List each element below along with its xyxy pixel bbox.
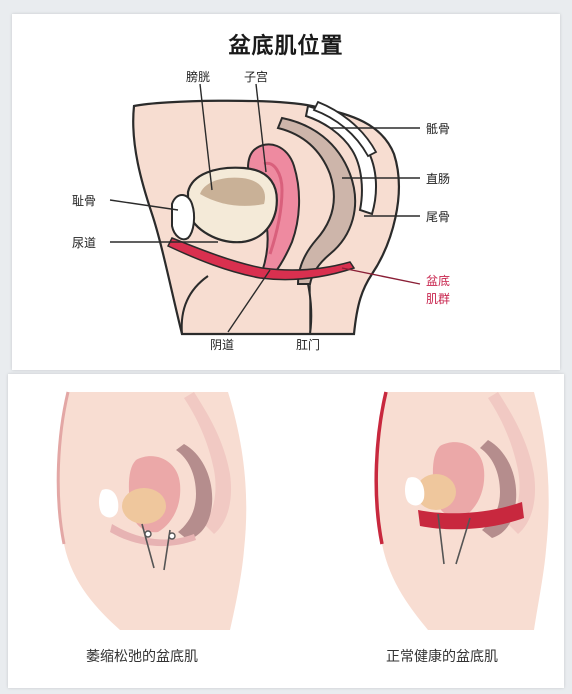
pelvic-floor-location-panel: 盆底肌位置 膀胱 子宫 骶骨 直肠 尾骨 耻骨: [12, 14, 560, 370]
bladder-shape: [122, 488, 166, 524]
pubic-bone-shape: [405, 477, 425, 506]
uterus-cavity: [263, 161, 284, 255]
leader-bladder: [199, 83, 213, 191]
back-outline: [56, 391, 70, 545]
caption-healthy-pelvic-floor: 正常健康的盆底肌: [386, 649, 498, 665]
weak-pelvic-floor-figure: [56, 391, 247, 630]
label-pelvic-floor-line2: 肌群: [426, 292, 451, 306]
label-pelvic-floor-line1: 盆底: [426, 274, 451, 288]
leader-vagina: [227, 269, 271, 333]
leader-uterus: [255, 83, 267, 173]
pubic-bone-shape: [171, 194, 196, 241]
label-rectum: 直肠: [426, 172, 451, 186]
marker-dot: [168, 532, 176, 540]
spine-shape: [488, 392, 536, 534]
weak-pelvic-floor-muscle: [110, 524, 196, 547]
label-urethra: 尿道: [72, 236, 97, 250]
marker-dot: [144, 530, 152, 538]
urethra-line: [141, 523, 155, 569]
label-coccyx: 尾骨: [426, 210, 451, 224]
vagina-line: [455, 517, 471, 565]
healthy-pelvic-floor-muscle: [418, 502, 524, 530]
back-outline: [374, 391, 388, 545]
leader-pelvic-floor: [341, 267, 421, 285]
leg-outline: [180, 275, 209, 335]
label-vagina: 阴道: [210, 338, 235, 352]
label-pubic-bone: 耻骨: [72, 194, 97, 208]
bladder-inner: [200, 177, 266, 206]
urethra-line: [437, 513, 445, 565]
label-bladder: 膀胱: [186, 70, 211, 84]
pelvis-anatomy-illustration: [109, 83, 421, 336]
comparison-illustration: [56, 391, 549, 630]
spine-shape: [312, 100, 378, 158]
label-anus: 肛门: [296, 338, 321, 352]
pubic-bone-shape: [99, 489, 119, 518]
diagram-title: 盆底肌位置: [228, 34, 344, 59]
bladder-shape: [416, 474, 456, 510]
healthy-pelvic-floor-figure: [374, 391, 549, 630]
rectum-shape: [176, 444, 213, 540]
spine-shape: [184, 392, 232, 534]
pelvic-floor-comparison-panel: 萎缩松弛的盆底肌 正常健康的盆底肌: [8, 374, 564, 688]
leader-pubic-bone: [109, 199, 179, 211]
label-uterus: 子宫: [244, 70, 269, 84]
caption-weak-pelvic-floor: 萎缩松弛的盆底肌: [86, 649, 198, 665]
pelvic-floor-muscle-shape: [166, 237, 356, 281]
label-sacrum: 骶骨: [426, 122, 451, 136]
